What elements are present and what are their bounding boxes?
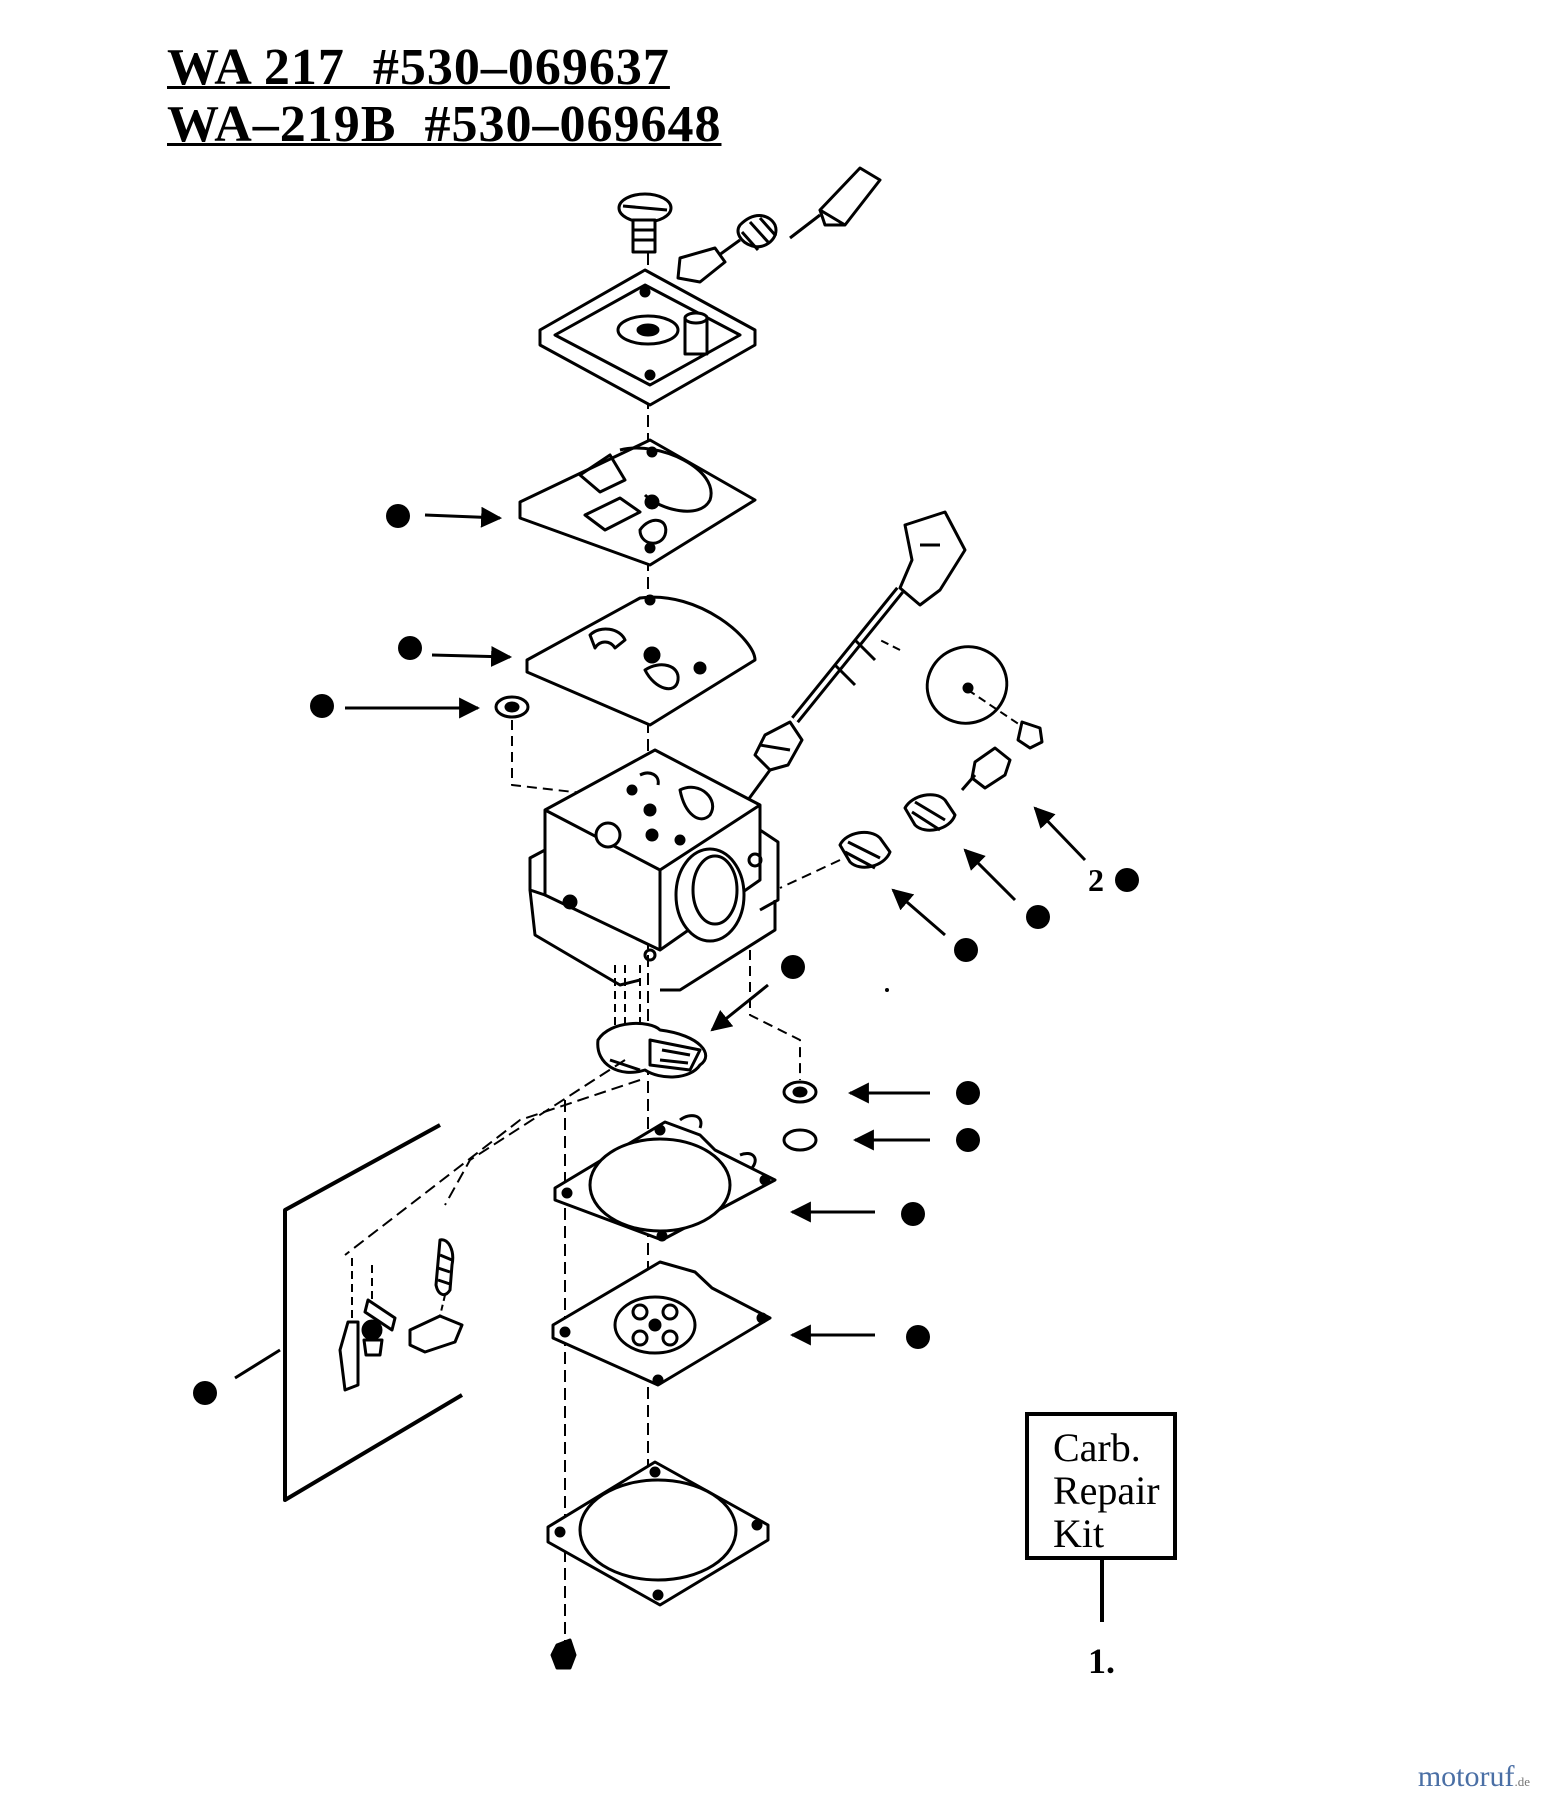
- filter-washers: [749, 950, 818, 1152]
- kit-label-line-2: Repair: [1053, 1468, 1160, 1513]
- throttle-plate: [879, 639, 1009, 725]
- small-washer: [494, 695, 601, 796]
- callout-dot: [386, 504, 410, 528]
- needle-valve-assembly: [676, 166, 882, 284]
- watermark: motoruf.de: [1418, 1760, 1530, 1794]
- callout-dots: [193, 504, 1139, 1405]
- carburetor-body: [528, 748, 780, 992]
- watermark-brand: motoruf: [1417, 1760, 1515, 1793]
- callout-label-2: 2: [1088, 862, 1104, 898]
- metering-cover: [538, 268, 757, 407]
- adjusting-screws: [779, 746, 1012, 889]
- callout-dot: [781, 955, 805, 979]
- bottom-screw: [550, 1638, 577, 1670]
- kit-label-line-3: Kit: [1053, 1511, 1105, 1556]
- callout-dot: [956, 1081, 980, 1105]
- kit-callout-number: 1.: [1088, 1641, 1115, 1681]
- inlet-needle-lever: [596, 965, 708, 1079]
- callout-dot: [906, 1325, 930, 1349]
- pump-cover: [546, 1460, 770, 1607]
- inlet-needle-kit-parts: [338, 1238, 464, 1392]
- kit-label-line-1: Carb.: [1053, 1425, 1141, 1470]
- inlet-needle-kit-bracket: [283, 1059, 641, 1502]
- throttle-shaft-lever: [746, 510, 967, 801]
- callout-arrows: [234, 506, 1104, 1622]
- metering-gasket: [518, 438, 757, 567]
- callout-dot: [193, 1381, 217, 1405]
- callout-dot: [310, 694, 334, 718]
- callout-dot: [956, 1128, 980, 1152]
- callout-dot: [954, 938, 978, 962]
- diagram-title-line-2: WA–219B #530–069648: [167, 96, 722, 153]
- callout-dot: [1115, 868, 1139, 892]
- watermark-tld: .de: [1514, 1774, 1530, 1789]
- diagram-title-line-1: WA 217 #530–069637: [167, 39, 670, 96]
- pump-gasket: [553, 1114, 777, 1242]
- top-screw: [617, 192, 673, 254]
- throttle-plate-screw: [967, 689, 1044, 750]
- carb-repair-kit-box: Carb. Repair Kit: [1025, 1412, 1177, 1560]
- callout-dot: [885, 988, 889, 992]
- callout-dot: [1026, 905, 1050, 929]
- callout-dot: [901, 1202, 925, 1226]
- callout-dot: [398, 636, 422, 660]
- metering-diaphragm: [525, 594, 757, 727]
- pump-diaphragm: [551, 1260, 772, 1387]
